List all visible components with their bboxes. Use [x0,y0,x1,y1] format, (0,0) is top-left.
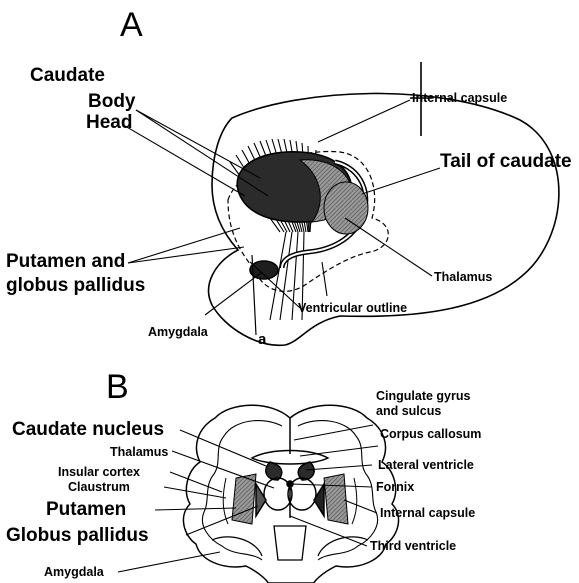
label-cut-a: a [258,332,266,347]
label-cingulate-line1: Cingulate gyrus [376,390,470,403]
label-putamen: Putamen [46,500,126,519]
claustrum-left [223,478,228,524]
panel-b-letter: B [106,370,129,404]
label-amygdala-b: Amygdala [44,566,104,579]
amygdala-shape [250,261,278,279]
label-caudate-nucleus: Caudate nucleus [12,420,164,439]
label-fornix: Fornix [376,481,414,494]
temporal-lobe-left [212,537,262,556]
label-ventricular-outline: Ventricular outline [298,302,407,315]
putamen-right [324,474,348,524]
label-insular-cortex: Insular cortex [58,466,140,479]
coronal-brain-outline [183,405,398,583]
lateral-ventricle-left [266,462,282,480]
label-internal-capsule-b: Internal capsule [380,507,475,520]
label-caudate: Caudate [30,66,105,85]
label-lateral-ventricle: Lateral ventricle [378,459,474,472]
lateral-ventricle-right [298,462,314,480]
panel-b-diagram [183,405,398,583]
label-amygdala-a: Amygdala [148,326,208,339]
label-tail-of-caudate: Tail of caudate [440,152,572,171]
brainstem [274,526,306,560]
label-head: Head [86,113,132,132]
temporal-lobe-right [318,537,368,556]
label-corpus-callosum: Corpus callosum [380,428,481,441]
label-putamen-line2: globus pallidus [6,276,145,295]
label-globus-pallidus: Globus pallidus [6,526,149,545]
panel-a-letter: A [120,8,143,42]
label-thalamus-b: Thalamus [110,446,168,459]
claustrum-right [352,478,357,524]
label-thalamus-a: Thalamus [434,271,492,284]
label-body: Body [88,92,136,111]
label-putamen-line1: Putamen and [6,252,125,271]
label-claustrum: Claustrum [68,481,130,494]
thalamus-shape [324,182,368,234]
putamen-left [232,474,256,524]
label-cingulate-line2: and sulcus [376,405,441,418]
label-third-ventricle: Third ventricle [370,540,456,553]
label-internal-capsule-a: Internal capsule [412,92,507,105]
